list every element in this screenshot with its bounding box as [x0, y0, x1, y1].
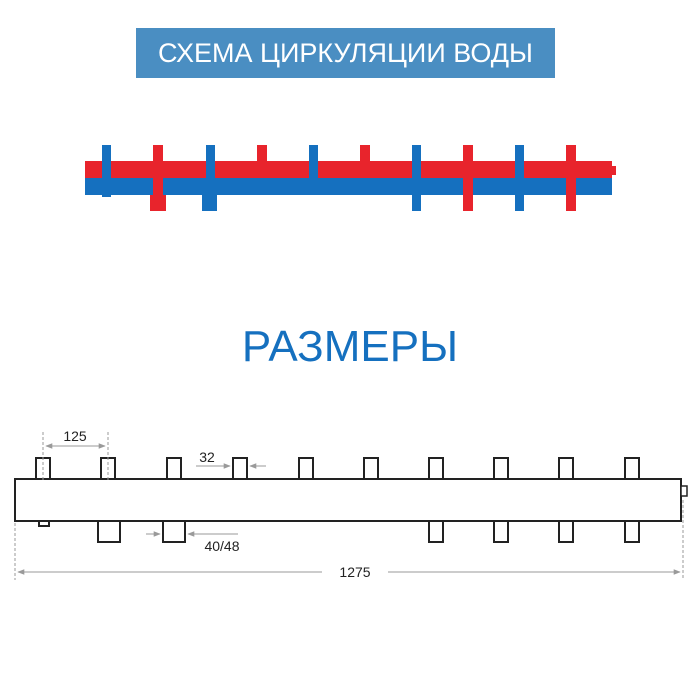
pitch-dimension [42, 432, 109, 482]
bottom-inlet-1 [97, 520, 121, 543]
top-outlet-3 [166, 457, 182, 480]
red-branch-5 [566, 145, 576, 211]
section-title: РАЗМЕРЫ [241, 322, 459, 371]
blue-branch-2-lower [202, 195, 217, 211]
supply-pipe-end-cap [610, 166, 616, 175]
red-branch-4 [463, 145, 473, 211]
inlet-diameter-label: 40/48 [204, 538, 239, 554]
top-outlet-8 [493, 457, 509, 480]
red-branch-3 [360, 145, 370, 178]
top-outlet-5 [298, 457, 314, 480]
bottom-outlet-2 [493, 520, 509, 543]
bottom-outlet-1 [428, 520, 444, 543]
bottom-outlet-3 [558, 520, 574, 543]
blue-branch-1 [102, 145, 111, 197]
top-outlet-4 [232, 457, 248, 480]
top-outlet-7 [428, 457, 444, 480]
manifold-end-cap [680, 485, 688, 497]
red-branch-1-lower [150, 195, 166, 211]
outlet-diameter-label: 32 [199, 449, 215, 465]
red-branch-2 [257, 145, 267, 178]
total-length-label: 1275 [339, 564, 370, 580]
manifold-body [14, 478, 682, 522]
total-length-dimension [14, 500, 684, 580]
supply-pipe-red [85, 161, 612, 178]
blue-branch-5 [515, 145, 524, 211]
header-title: СХЕМА ЦИРКУЛЯЦИИ ВОДЫ [158, 37, 533, 68]
return-pipe-blue [85, 178, 612, 195]
bottom-outlet-4 [624, 520, 640, 543]
bottom-small-outlet [38, 520, 50, 527]
top-outlet-10 [624, 457, 640, 480]
blue-branch-2 [206, 145, 215, 178]
top-outlet-9 [558, 457, 574, 480]
pitch-label: 125 [63, 428, 87, 444]
top-outlet-6 [363, 457, 379, 480]
blue-branch-3 [309, 145, 318, 178]
header-banner: СХЕМА ЦИРКУЛЯЦИИ ВОДЫ [136, 28, 555, 78]
blue-branch-4 [412, 145, 421, 211]
bottom-inlet-2 [162, 520, 186, 543]
red-branch-1 [153, 145, 163, 211]
